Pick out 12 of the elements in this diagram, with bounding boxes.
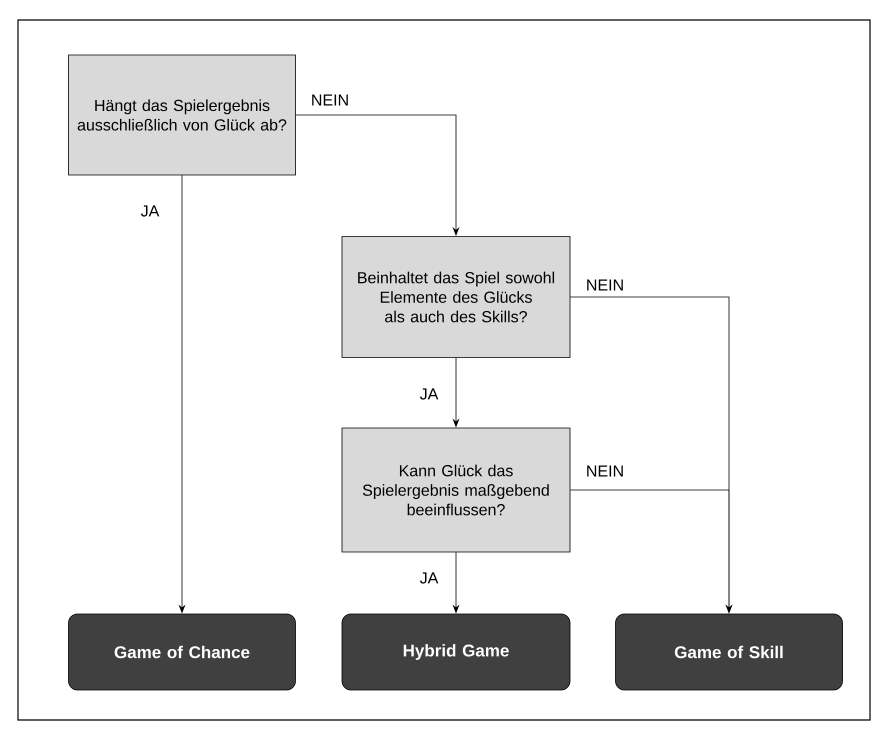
result-box: Hybrid Game [342, 614, 570, 690]
result-box: Game of Chance [68, 614, 296, 690]
question-box: Beinhaltet das Spiel sowohl Elemente des Glücks als auch des Skills? [342, 236, 570, 358]
edge-label: NEIN [584, 278, 626, 292]
edge-label: NEIN [584, 464, 626, 478]
result-box: Game of Skill [615, 614, 843, 690]
edge-label: NEIN [310, 94, 350, 106]
edge-label: JA [418, 571, 440, 585]
edge-label: JA [140, 204, 160, 218]
edge-label: JA [418, 387, 440, 401]
question-box: Hängt das Spielergebnis ausschließlich von Glück ab? [68, 54, 296, 176]
question-box: Kann Glück das Spielergebnis maßgebend beeinflussen? [342, 428, 570, 552]
